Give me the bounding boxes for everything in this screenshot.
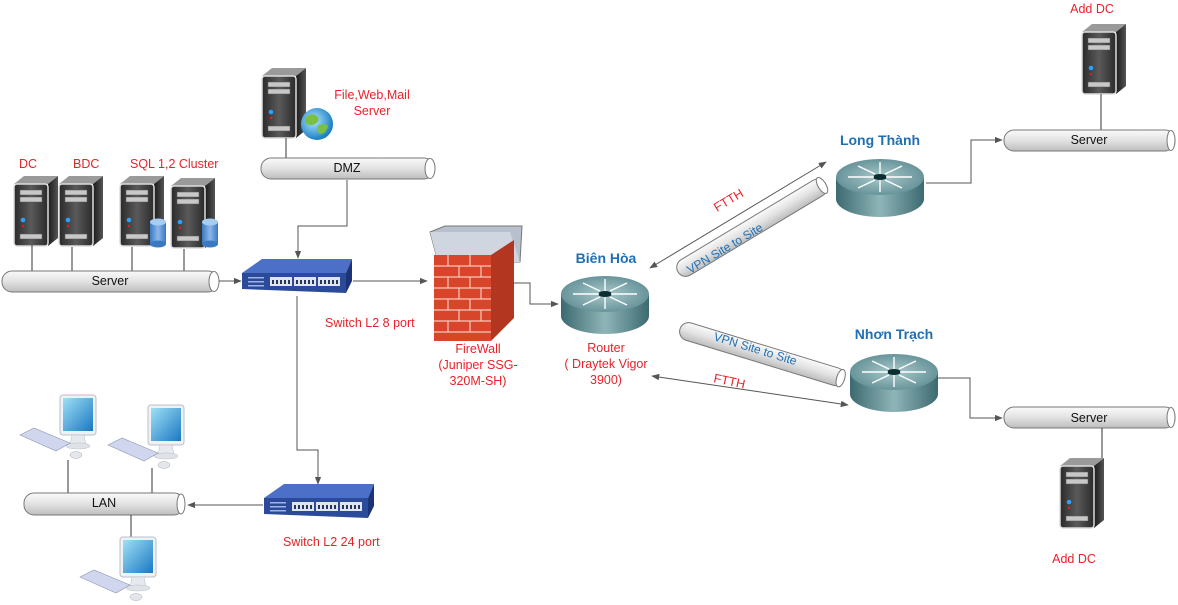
database-icon [150, 218, 166, 248]
bdc-server-icon[interactable] [58, 175, 104, 247]
long-thanh-server-bus-label: Server [1071, 133, 1108, 147]
lan-pc-3-icon[interactable] [79, 536, 157, 601]
firewall-label-line1: FireWall [455, 342, 500, 356]
dmz-bus-label: DMZ [333, 161, 360, 175]
server-label-bdc: BDC [73, 157, 99, 171]
dc-server-icon[interactable] [13, 175, 59, 247]
lan-pc-1-icon[interactable] [19, 394, 97, 459]
switch-24-port-icon[interactable] [264, 484, 374, 518]
vpn-tunnel-nhon-trach [679, 322, 846, 388]
nhon-trach-server-bus-pipe [1003, 406, 1176, 429]
router-label-line3: 3900) [590, 373, 622, 387]
site-label-nhon-trach: Nhơn Trạch [855, 326, 933, 342]
firewall-label-line2: (Juniper SSG- [438, 358, 517, 372]
vpn-label-long-thanh: VPN Site to Site [684, 220, 765, 276]
nhon-trach-server-bus-label: Server [1071, 411, 1108, 425]
globe-icon [301, 108, 333, 140]
lan-pc-2-icon[interactable] [107, 404, 185, 469]
dmz-server-icon[interactable] [261, 67, 307, 139]
ftth-label-long-thanh: FTTH [711, 186, 746, 214]
router-bien-hoa-icon[interactable] [560, 275, 650, 335]
long-thanh-server-bus-pipe [1003, 129, 1176, 152]
dmz-server-label-line2: Server [354, 104, 391, 118]
dmz-server-label-line1: File,Web,Mail [334, 88, 409, 102]
dmz-bus-pipe [260, 157, 436, 180]
router-label-line1: Router [587, 341, 625, 355]
switch-8-port-icon[interactable] [242, 259, 352, 293]
add-dc-label-nhon-trach: Add DC [1052, 552, 1096, 566]
switch-24-port-label: Switch L2 24 port [283, 535, 380, 549]
add-dc-label-long-thanh: Add DC [1070, 2, 1114, 16]
add-dc-nhon-trach-server-icon[interactable] [1059, 457, 1105, 529]
router-long-thanh-icon[interactable] [835, 158, 925, 218]
ftth-label-nhon-trach: FTTH [712, 371, 746, 391]
switch-8-port-label: Switch L2 8 port [325, 316, 415, 330]
lan-bus-pipe [23, 492, 186, 516]
server-label-dc: DC [19, 157, 37, 171]
firewall-icon[interactable] [429, 225, 523, 341]
site-label-long-thanh: Long Thành [840, 132, 920, 148]
router-label-line2: ( Draytek Vigor [564, 357, 647, 371]
site-label-bien-hoa: Biên Hòa [576, 250, 637, 266]
add-dc-long-thanh-server-icon[interactable] [1081, 23, 1127, 95]
router-nhon-trach-icon[interactable] [849, 353, 939, 413]
database-icon [202, 218, 218, 248]
vpn-tunnel-long-thanh [676, 176, 829, 277]
server-label-sql-cluster: SQL 1,2 Cluster [130, 157, 218, 171]
lan-bus-label: LAN [92, 496, 116, 510]
server-bus-label: Server [92, 274, 129, 288]
firewall-label-line3: 320M-SH) [450, 374, 507, 388]
server-bus-pipe [1, 270, 220, 293]
